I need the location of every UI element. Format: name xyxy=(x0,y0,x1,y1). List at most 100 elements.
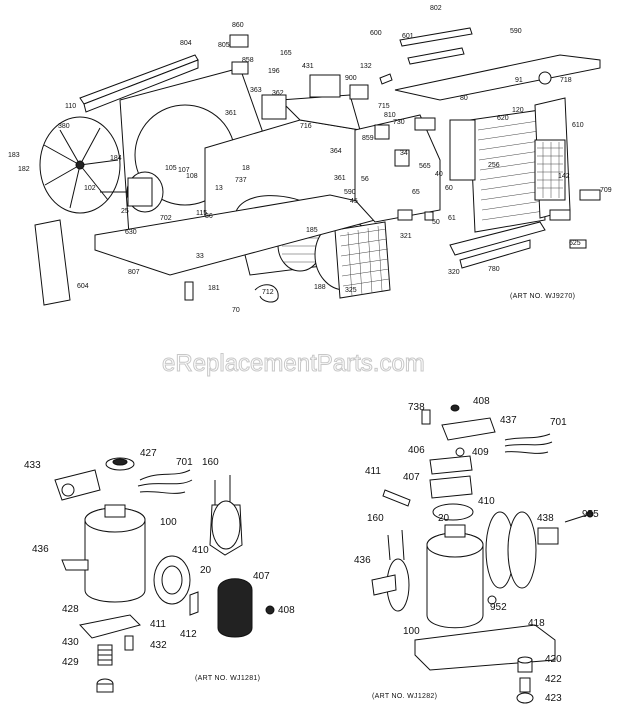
label-410-right: 410 xyxy=(478,496,495,507)
top-label-45: 45 xyxy=(350,198,358,205)
top-label-363: 363 xyxy=(250,87,262,94)
art-number-top: (ART NO. WJ9270) xyxy=(510,293,575,300)
br-labels: 738 408 437 409 701 406 411 407 410 20 4… xyxy=(354,396,599,704)
label-433: 433 xyxy=(24,460,41,471)
top-label-709: 709 xyxy=(600,187,612,194)
top-label-737: 737 xyxy=(235,177,247,184)
label-438: 438 xyxy=(537,513,554,524)
label-408-left: 408 xyxy=(278,605,295,616)
top-label-590: 590 xyxy=(510,28,522,35)
top-label-107: 107 xyxy=(178,167,190,174)
top-label-18: 18 xyxy=(242,165,250,172)
top-label-70: 70 xyxy=(232,307,240,314)
top-label-780: 780 xyxy=(488,266,500,273)
top-label-110: 110 xyxy=(65,103,76,110)
top-label-65: 65 xyxy=(412,189,420,196)
top-label-184: 184 xyxy=(110,155,122,162)
compressor-assembly-right xyxy=(371,404,594,704)
top-label-860: 860 xyxy=(232,22,244,29)
label-100-right: 100 xyxy=(403,626,420,637)
label-430: 430 xyxy=(62,637,79,648)
top-label-620: 620 xyxy=(497,115,509,122)
top-label-802: 802 xyxy=(430,5,442,12)
label-407-right: 407 xyxy=(403,472,420,483)
top-label-33: 33 xyxy=(196,253,204,260)
top-label-321: 321 xyxy=(400,233,412,240)
top-assembly xyxy=(34,27,601,306)
label-429: 429 xyxy=(62,657,79,668)
top-label-196: 196 xyxy=(268,68,280,75)
label-20-left: 20 xyxy=(200,565,212,576)
top-label-715: 715 xyxy=(378,103,390,110)
top-label-132: 132 xyxy=(360,63,372,70)
label-100-left: 100 xyxy=(160,517,177,528)
top-label-361: 361 xyxy=(225,110,237,117)
label-428: 428 xyxy=(62,604,79,615)
top-label-120: 120 xyxy=(512,107,524,114)
top-label-183: 183 xyxy=(8,152,20,159)
top-label-804: 804 xyxy=(180,40,192,47)
top-label-604: 604 xyxy=(77,283,89,290)
top-label-718: 718 xyxy=(560,77,572,84)
compressor-assembly-left xyxy=(54,457,275,693)
top-label-380: 380 xyxy=(58,123,70,130)
top-label-858: 858 xyxy=(242,57,254,64)
top-label-859: 859 xyxy=(362,135,374,142)
top-label-108: 108 xyxy=(186,173,198,180)
top-label-188: 188 xyxy=(314,284,326,291)
art-number-bottom-left: (ART NO. WJ1281) xyxy=(195,675,260,682)
top-label-115: 115 xyxy=(196,210,207,217)
art-number-bottom-right: (ART NO. WJ1282) xyxy=(372,693,437,700)
top-label-805: 805 xyxy=(218,42,230,49)
label-412: 412 xyxy=(180,629,197,640)
label-20-right: 20 xyxy=(438,513,450,524)
top-label-182: 182 xyxy=(18,166,30,173)
top-label-102: 102 xyxy=(84,185,96,192)
top-label-91: 91 xyxy=(515,77,523,84)
label-411-right: 411 xyxy=(365,466,381,477)
top-label-601: 601 xyxy=(402,33,414,40)
top-label-810: 810 xyxy=(384,112,396,119)
label-410-left: 410 xyxy=(192,545,209,556)
label-418: 418 xyxy=(528,618,545,629)
label-408-right: 408 xyxy=(473,396,490,407)
top-label-13: 13 xyxy=(215,185,223,192)
top-label-630: 630 xyxy=(125,229,137,236)
label-160-left: 160 xyxy=(202,457,219,468)
top-label-60: 60 xyxy=(445,185,453,192)
top-label-142: 142 xyxy=(558,173,570,180)
label-701-left: 701 xyxy=(176,457,193,468)
top-label-362: 362 xyxy=(272,90,284,97)
watermark: eReplacementParts.com xyxy=(162,350,425,377)
label-955: 955 xyxy=(582,509,599,520)
label-422: 422 xyxy=(545,674,562,685)
top-label-807: 807 xyxy=(128,269,140,276)
top-label-364: 364 xyxy=(330,148,342,155)
top-label-25: 25 xyxy=(121,208,129,215)
top-label-431: 431 xyxy=(302,63,314,70)
label-420: 420 xyxy=(545,654,562,665)
label-432: 432 xyxy=(150,640,167,651)
label-437: 437 xyxy=(500,415,517,426)
label-423: 423 xyxy=(545,693,562,704)
top-label-361: 361 xyxy=(334,175,346,182)
top-label-590: 590 xyxy=(344,189,356,196)
label-406: 406 xyxy=(408,445,425,456)
label-738: 738 xyxy=(408,402,425,413)
label-427: 427 xyxy=(140,448,157,459)
top-label-165: 165 xyxy=(280,50,292,57)
top-label-600: 600 xyxy=(370,30,382,37)
top-label-320: 320 xyxy=(448,269,460,276)
label-701-right: 701 xyxy=(550,417,567,428)
label-436-right: 436 xyxy=(354,555,371,566)
top-label-730: 730 xyxy=(393,119,405,126)
top-label-610: 610 xyxy=(572,122,584,129)
top-label-40: 40 xyxy=(435,171,443,178)
label-409: 409 xyxy=(472,447,489,458)
top-label-185: 185 xyxy=(306,227,318,234)
label-160-right: 160 xyxy=(367,513,384,524)
label-407-left: 407 xyxy=(253,571,270,582)
label-411-left: 411 xyxy=(150,619,166,630)
top-label-325: 325 xyxy=(345,287,357,294)
